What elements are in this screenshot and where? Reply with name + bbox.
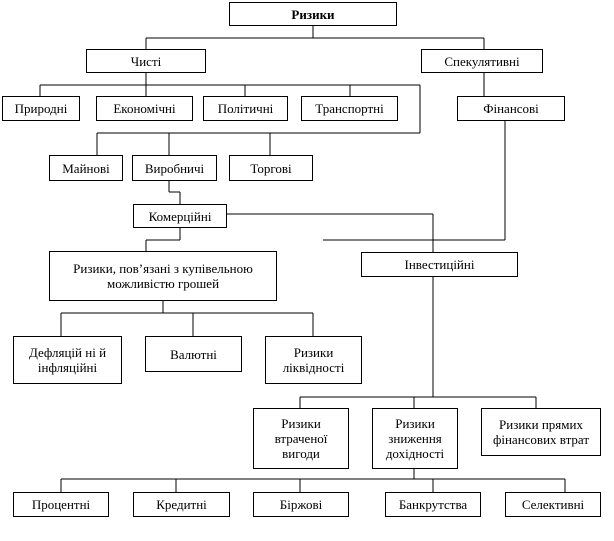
node-deflation-inflation: Дефляцій ні й інфляційні [13,336,122,384]
node-credit: Кредитні [133,492,230,517]
node-purchasing-power: Ризики, пов’язані з купівельною можливіс… [49,251,277,301]
node-selective: Селективні [505,492,601,517]
node-speculative: Спекулятивні [421,49,543,73]
node-natural: Природні [2,96,80,121]
node-yield-decrease: Ризики зниження дохідності [372,408,458,469]
node-economic: Економічні [96,96,193,121]
node-currency: Валютні [145,336,242,372]
node-property: Майнові [49,155,123,181]
node-exchange: Біржові [253,492,349,517]
node-root-risks: Ризики [229,2,397,26]
node-interest: Процентні [13,492,109,517]
node-trade: Торгові [229,155,313,181]
node-financial: Фінансові [457,96,565,121]
node-production: Виробничі [132,155,217,181]
node-pure: Чисті [86,49,206,73]
node-lost-benefit: Ризики втраченої вигоди [253,408,349,469]
node-commercial: Комерційні [133,204,227,228]
node-bankruptcy: Банкрутства [385,492,481,517]
node-investment: Інвестиційні [361,252,518,277]
node-transport: Транспортні [301,96,398,121]
node-political: Політичні [203,96,288,121]
node-liquidity: Ризики ліквідності [265,336,362,384]
node-direct-losses: Ризики прямих фінансових втрат [481,408,601,456]
